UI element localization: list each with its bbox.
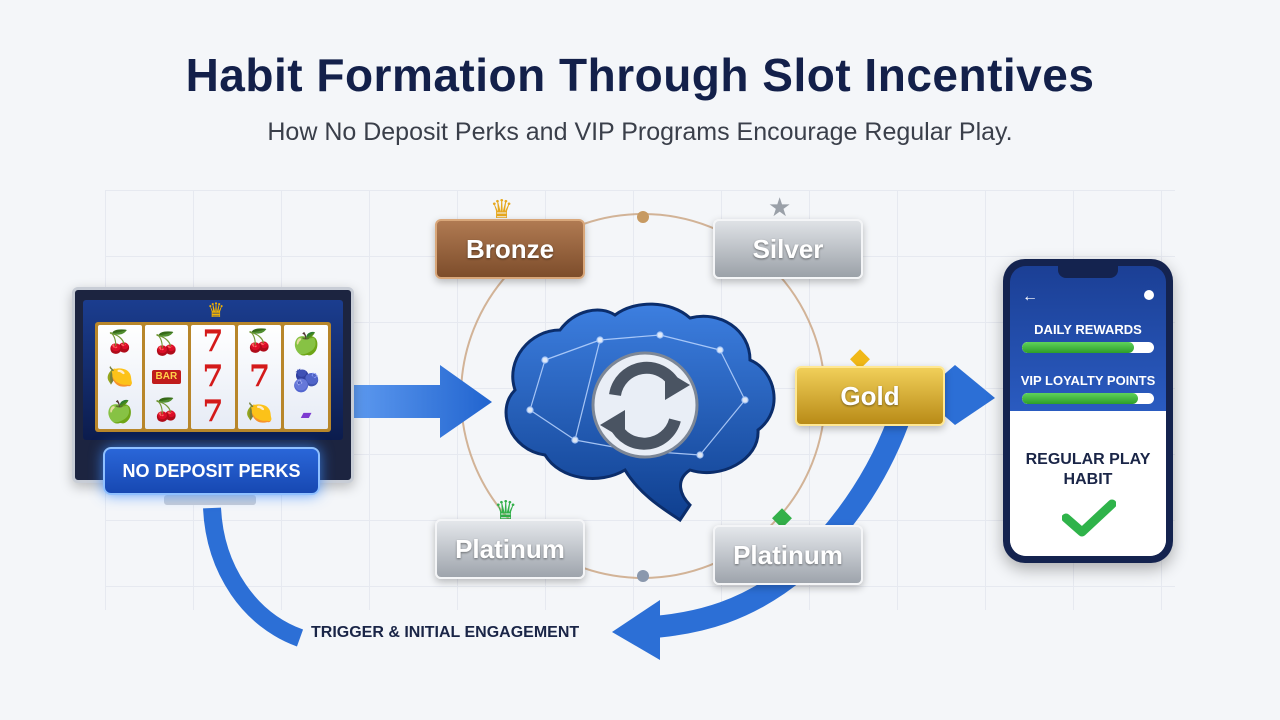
refresh-icon: [591, 351, 699, 459]
star-icon: ★: [768, 192, 792, 222]
back-arrow-icon[interactable]: ←: [1022, 288, 1038, 305]
gem-crown-icon: ♛: [494, 495, 518, 525]
cherry-icon: 🍒: [152, 397, 181, 423]
crown-icon: ♛: [207, 300, 225, 322]
seven-symbol: 7: [202, 393, 224, 429]
slot-reels: 🍒 🍋 🍏 🍒 BAR 🍒 7 7 7 🍒 7 🍋 🍏 🫐: [95, 322, 331, 432]
page-subtitle: How No Deposit Perks and VIP Programs En…: [267, 118, 1013, 146]
seven-symbol: 7: [249, 359, 271, 394]
checkmark-icon: [1062, 499, 1116, 537]
arrow-to-phone: [940, 365, 995, 425]
slot-screen: ♛ 🍒 🍋 🍏 🍒 BAR 🍒 7 7 7 🍒 7 🍋: [83, 300, 343, 440]
reel-4: 🍒 7 🍋: [237, 325, 282, 429]
reel-2: 🍒 BAR 🍒: [144, 325, 189, 429]
cherry-icon: 🍒: [152, 330, 181, 356]
phone-screen: ← DAILY REWARDS VIP LOYALTY POINTS REGUL…: [1010, 266, 1166, 556]
purple-symbol: ▰: [300, 406, 312, 423]
loop-node-bottom: [637, 570, 649, 582]
habit-panel: REGULAR PLAY HABIT: [1010, 414, 1166, 556]
vip-points-label: VIP LOYALTY POINTS: [1020, 373, 1156, 388]
daily-rewards-label: DAILY REWARDS: [1034, 322, 1142, 337]
lime-icon: 🍏: [106, 398, 134, 424]
phone: ← DAILY REWARDS VIP LOYALTY POINTS REGUL…: [1003, 259, 1173, 563]
no-deposit-perks-button[interactable]: NO DEPOSIT PERKS: [103, 447, 320, 495]
daily-rewards-fill: [1022, 342, 1135, 353]
seven-symbol: 7: [202, 324, 224, 360]
lemon-icon: 🍋: [245, 400, 274, 425]
settings-dot-icon[interactable]: [1144, 290, 1154, 300]
daily-rewards-bar: [1022, 342, 1154, 353]
monitor-loop-arrow: [203, 507, 304, 647]
seven-symbol: 7: [202, 358, 224, 394]
reel-5: 🍏 🫐 ▰: [284, 325, 328, 429]
diamond-icon: ◆: [850, 342, 870, 372]
plum-icon: 🫐: [292, 367, 320, 393]
lemon-icon: 🍋: [106, 363, 134, 389]
cherry-icon: 🍒: [245, 328, 274, 353]
habit-line-1: REGULAR PLAY: [1025, 451, 1151, 468]
cherry-icon: 🍒: [106, 329, 134, 355]
loop-node-top: [637, 211, 649, 223]
habit-text: REGULAR PLAY HABIT: [1010, 450, 1166, 490]
lime-icon: 🍏: [292, 330, 320, 356]
gem-icon: ◆: [772, 501, 792, 531]
return-loop-arrowhead: [612, 600, 660, 660]
tier-bronze: Bronze: [435, 219, 585, 279]
tier-platinum-right: Platinum: [713, 525, 863, 585]
bar-symbol: BAR: [151, 369, 182, 384]
tier-gold: Gold: [795, 366, 945, 426]
arrow-to-brain: [348, 365, 492, 438]
reel-3: 7 7 7: [191, 325, 235, 429]
trigger-label: TRIGGER & INITIAL ENGAGEMENT: [311, 624, 580, 641]
habit-line-2: HABIT: [1063, 471, 1113, 488]
monitor-stand: [164, 495, 256, 505]
vip-points-fill: [1022, 393, 1139, 404]
vip-points-bar: [1022, 393, 1154, 404]
page-title: Habit Formation Through Slot Incentives: [185, 49, 1095, 101]
crown-icon: ♛: [490, 194, 514, 224]
reel-1: 🍒 🍋 🍏: [98, 325, 142, 429]
tier-platinum-left: Platinum: [435, 519, 585, 579]
phone-notch: [1058, 266, 1118, 278]
tier-silver: Silver: [713, 219, 863, 279]
